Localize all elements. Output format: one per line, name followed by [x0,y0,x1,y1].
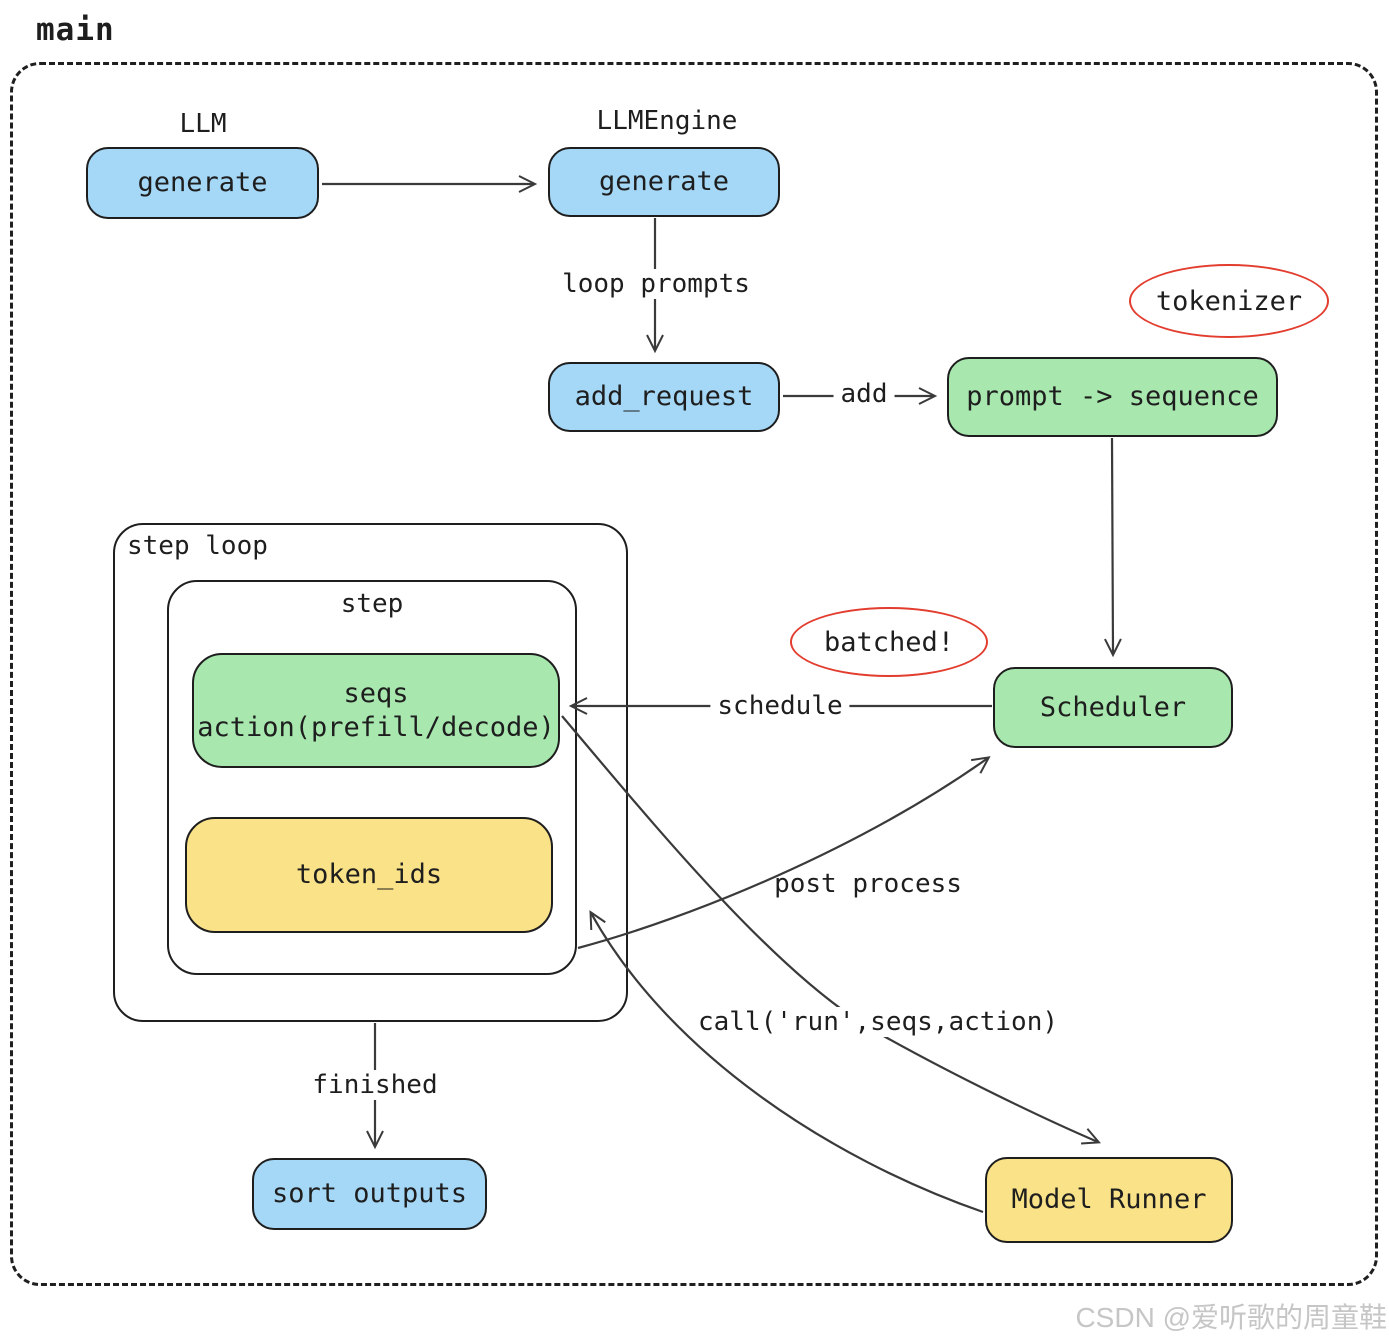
node-seqs-action: seqs action(prefill/decode) [192,653,560,768]
main-dashed-container [10,62,1378,1286]
node-seqs-line2: action(prefill/decode) [197,711,555,743]
node-llm-generate: generate [86,147,319,219]
node-prompt-sequence: prompt -> sequence [947,357,1278,437]
step-loop-label: step loop [127,531,268,561]
llmengine-class-label: LLMEngine [596,106,738,136]
edge-sequence-to-scheduler [1104,437,1122,658]
step-label: step [340,589,404,619]
node-scheduler-text: Scheduler [1039,691,1187,723]
step-container [167,580,577,975]
step-loop-container [113,523,628,1022]
node-token-ids-text: token_ids [295,859,443,890]
node-token-ids: token_ids [185,817,553,933]
tokenizer-annotation-ellipse: tokenizer [1129,264,1329,338]
node-sort-outputs: sort outputs [252,1158,487,1230]
node-model-runner-text: Model Runner [1011,1184,1207,1215]
tokenizer-annotation-text: tokenizer [1155,285,1303,317]
csdn-watermark: CSDN @爱听歌的周童鞋 [1075,1302,1387,1333]
node-engine-generate: generate [548,147,780,217]
edge-label-finished: finished [305,1070,445,1100]
node-sort-outputs-text: sort outputs [271,1178,468,1209]
node-scheduler: Scheduler [993,667,1233,748]
node-add-request: add_request [548,362,780,432]
node-add-request-text: add_request [574,381,754,412]
node-engine-generate-text: generate [598,166,730,197]
edge-label-schedule: schedule [710,691,850,721]
node-llm-generate-text: generate [137,167,268,198]
edge-model-runner-to-step [589,910,984,1214]
batched-annotation-ellipse: batched! [790,607,988,677]
diagram-title: main [36,12,115,48]
llm-class-label: LLM [179,109,227,139]
batched-annotation-text: batched! [823,626,955,658]
edge-label-call-run: call('run',seqs,action) [690,1007,1066,1037]
edge-post-process [577,756,991,950]
edge-label-loop-prompts: loop prompts [555,269,757,299]
node-model-runner: Model Runner [985,1157,1233,1243]
node-prompt-sequence-text: prompt -> sequence [966,381,1259,412]
edge-label-add: add [833,379,895,409]
edge-label-post-process: post process [774,869,962,899]
node-seqs-line1: seqs [343,677,409,709]
